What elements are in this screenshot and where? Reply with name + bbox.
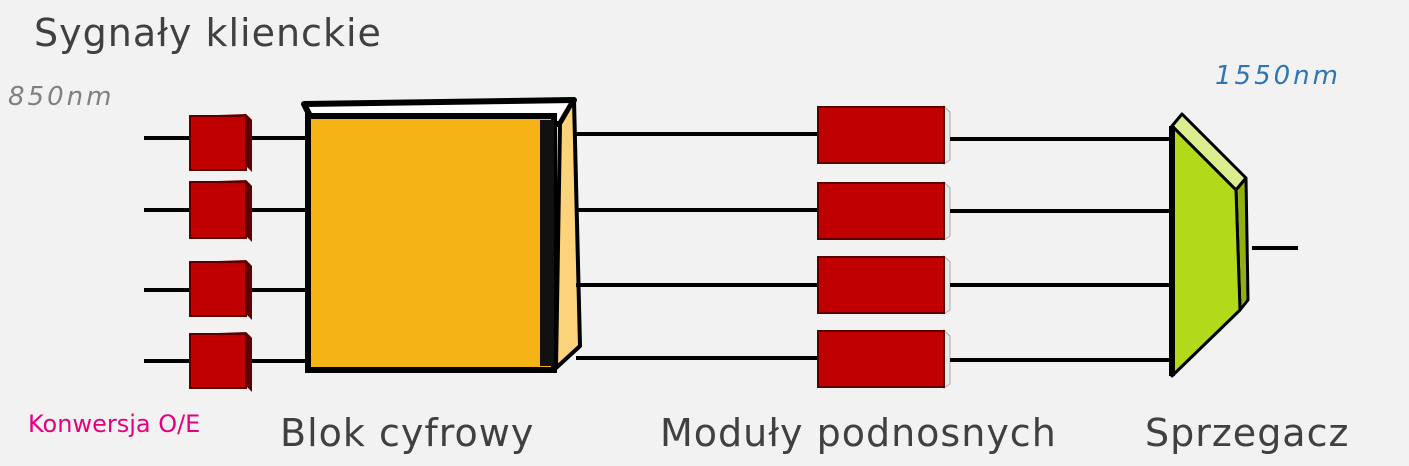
- oe-converter-2: [189, 180, 252, 242]
- input-wavelength-label: 850nm: [8, 82, 115, 112]
- input-fibers: [144, 136, 192, 363]
- coupler-label: Sprzegacz: [1145, 411, 1350, 455]
- digital-block-label: Blok cyfrowy: [280, 411, 535, 455]
- subcarrier-module-4: [817, 328, 951, 389]
- oe-converter-3: [189, 260, 252, 320]
- oe-to-block-links: [247, 136, 306, 363]
- digital-block: [301, 97, 582, 373]
- subcarrier-module-1: [817, 104, 951, 165]
- coupler: [1169, 112, 1250, 378]
- subcarrier-module-3: [817, 254, 951, 315]
- subcarrier-modules-label: Moduły podnosnych: [660, 411, 1057, 455]
- module-to-coupler-links: [950, 137, 1172, 362]
- oe-converter-4: [189, 332, 252, 392]
- subcarrier-module-2: [817, 180, 951, 241]
- block-to-module-links: [576, 132, 818, 360]
- oe-conversion-label: Konwersja O/E: [28, 410, 201, 438]
- subcarrier-modules: [817, 104, 951, 389]
- oe-converter-1: [189, 114, 252, 172]
- oe-converters: [189, 114, 252, 392]
- diagram-title: Sygnały klienckie: [34, 11, 382, 55]
- output-wavelength-label: 1550nm: [1215, 61, 1341, 91]
